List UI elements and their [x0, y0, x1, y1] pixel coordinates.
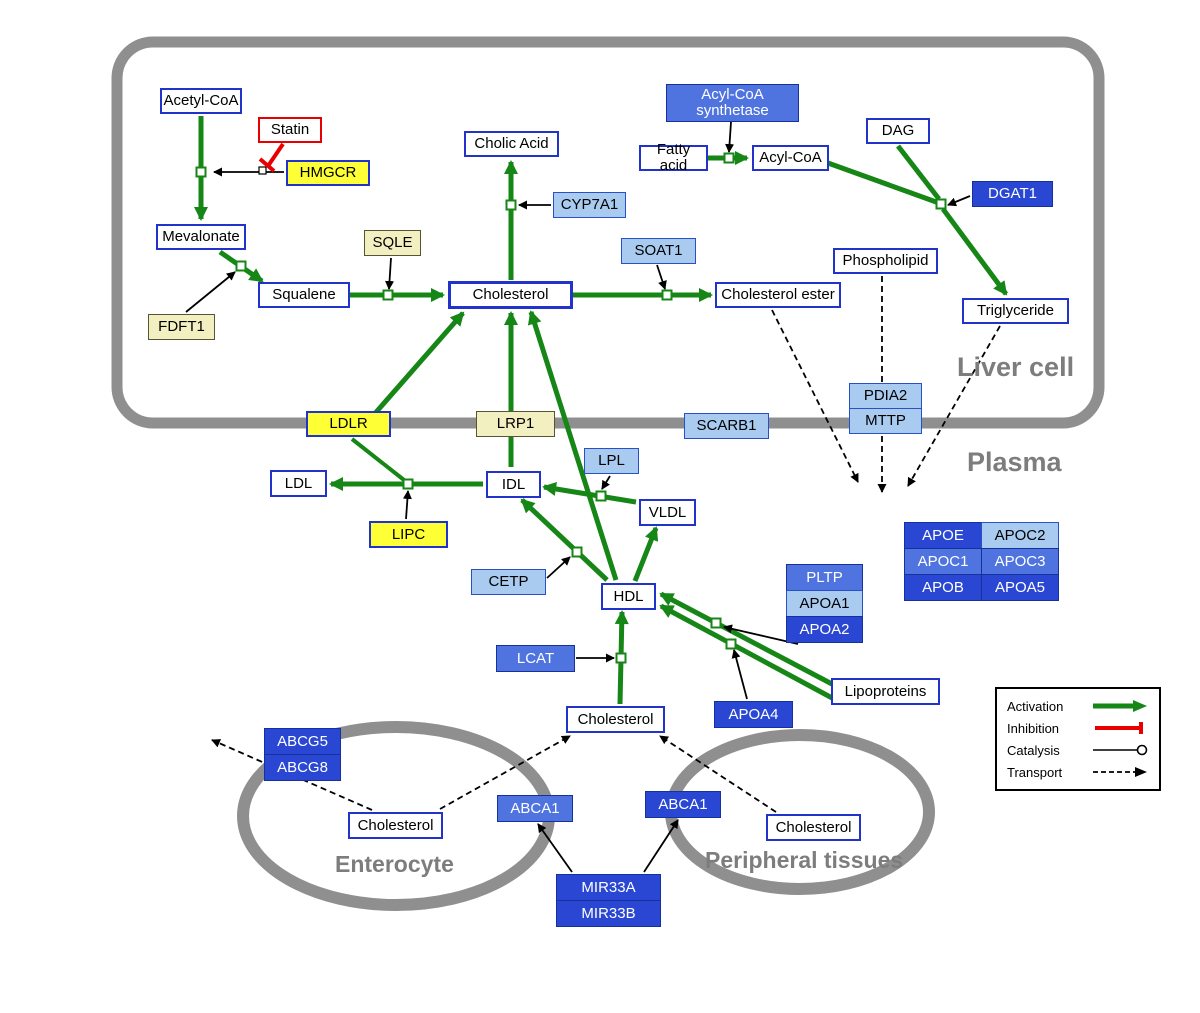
node-apoc3[interactable]: APOC3	[981, 548, 1059, 575]
node-dgat1[interactable]: DGAT1	[972, 181, 1053, 207]
catalysis-edges	[185, 121, 971, 873]
legend-activation-label: Activation	[1007, 698, 1064, 714]
node-cholesterol-ester[interactable]: Cholesterol ester	[715, 282, 841, 308]
node-abcg5[interactable]: ABCG5	[264, 728, 341, 755]
node-lipoproteins[interactable]: Lipoproteins	[831, 678, 940, 705]
node-abca1-enterocyte[interactable]: ABCA1	[497, 795, 573, 822]
activation-arrow-icon	[1093, 700, 1147, 712]
enterocyte-label: Enterocyte	[335, 851, 454, 877]
node-acyl-coa-synthetase[interactable]: Acyl-CoA synthetase	[666, 84, 799, 122]
node-abcg8[interactable]: ABCG8	[264, 754, 341, 781]
reaction-nodes	[195, 152, 947, 664]
node-lcat[interactable]: LCAT	[496, 645, 575, 672]
node-apoc2[interactable]: APOC2	[981, 522, 1059, 549]
transport-dashed-arrow-icon	[1093, 767, 1147, 777]
node-triglyceride[interactable]: Triglyceride	[962, 298, 1069, 324]
node-vldl[interactable]: VLDL	[639, 499, 696, 526]
node-abca1-peripheral[interactable]: ABCA1	[645, 791, 721, 818]
node-cholesterol-peripheral[interactable]: Cholesterol	[766, 814, 861, 841]
node-fdft1[interactable]: FDFT1	[148, 314, 215, 340]
node-cholesterol-plasma[interactable]: Cholesterol	[566, 706, 665, 733]
node-acetyl-coa[interactable]: Acetyl-CoA	[160, 88, 242, 114]
node-apoa4[interactable]: APOA4	[714, 701, 793, 728]
legend: Activation Inhibition Catalysis Transpor…	[995, 687, 1161, 791]
node-hmgcr[interactable]: HMGCR	[286, 160, 370, 186]
legend-row-transport: Transport	[1007, 762, 1149, 782]
catalysis-circle-icon	[1093, 744, 1148, 756]
node-apoe[interactable]: APOE	[904, 522, 982, 549]
legend-row-inhibition: Inhibition	[1007, 718, 1149, 738]
node-acyl-coa[interactable]: Acyl-CoA	[752, 145, 829, 171]
legend-row-activation: Activation	[1007, 696, 1149, 716]
node-soat1[interactable]: SOAT1	[621, 238, 696, 264]
liver-cell-label: Liver cell	[957, 352, 1075, 382]
node-mir33b[interactable]: MIR33B	[556, 900, 661, 927]
legend-inhibition-label: Inhibition	[1007, 720, 1060, 736]
node-apoa1[interactable]: APOA1	[786, 590, 863, 617]
node-scarb1[interactable]: SCARB1	[684, 413, 769, 439]
node-cholesterol-enterocyte[interactable]: Cholesterol	[348, 812, 443, 839]
node-lipc[interactable]: LIPC	[369, 521, 448, 548]
transport-edges	[211, 276, 1001, 813]
legend-transport-label: Transport	[1007, 764, 1063, 780]
node-apoa5[interactable]: APOA5	[981, 574, 1059, 601]
node-ldlr[interactable]: LDLR	[306, 411, 391, 437]
node-cetp[interactable]: CETP	[471, 569, 546, 595]
inhibition-tbar-icon	[1095, 722, 1143, 734]
peripheral-tissues-label: Peripheral tissues	[705, 847, 904, 873]
plasma-label: Plasma	[967, 447, 1062, 477]
node-mevalonate[interactable]: Mevalonate	[156, 224, 246, 250]
node-hdl[interactable]: HDL	[601, 583, 656, 610]
legend-row-catalysis: Catalysis	[1007, 740, 1149, 760]
node-phospholipid[interactable]: Phospholipid	[833, 248, 938, 274]
node-pdia2[interactable]: PDIA2	[849, 383, 922, 409]
node-cholic-acid[interactable]: Cholic Acid	[464, 131, 559, 157]
node-sqle[interactable]: SQLE	[364, 230, 421, 256]
node-ldl[interactable]: LDL	[270, 470, 327, 497]
node-dag[interactable]: DAG	[866, 118, 930, 144]
node-lpl[interactable]: LPL	[584, 448, 639, 474]
node-cholesterol-liver[interactable]: Cholesterol	[448, 281, 573, 309]
node-mir33a[interactable]: MIR33A	[556, 874, 661, 901]
node-lrp1[interactable]: LRP1	[476, 411, 555, 437]
node-apoc1[interactable]: APOC1	[904, 548, 982, 575]
node-pltp[interactable]: PLTP	[786, 564, 863, 591]
node-apob[interactable]: APOB	[904, 574, 982, 601]
legend-catalysis-label: Catalysis	[1007, 742, 1060, 758]
node-mttp[interactable]: MTTP	[849, 408, 922, 434]
node-cyp7a1[interactable]: CYP7A1	[553, 192, 626, 218]
node-statin[interactable]: Statin	[258, 117, 322, 143]
inhibition-edge	[258, 142, 285, 173]
node-apoa2[interactable]: APOA2	[786, 616, 863, 643]
node-fatty-acid[interactable]: Fatty acid	[639, 142, 708, 173]
node-squalene[interactable]: Squalene	[258, 282, 350, 308]
node-idl[interactable]: IDL	[486, 471, 541, 498]
